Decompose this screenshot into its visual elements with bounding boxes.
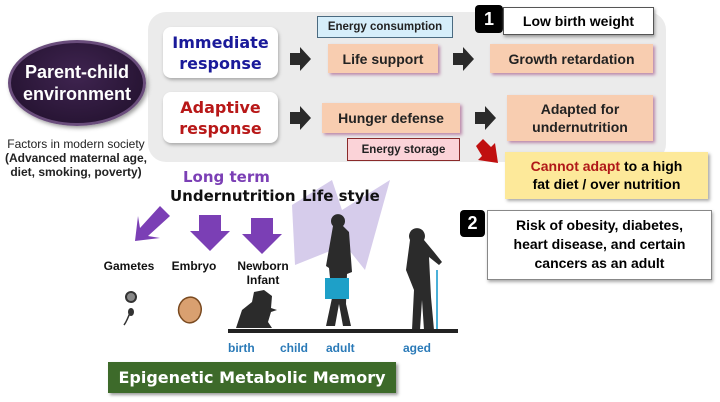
arrow-right-icon — [453, 47, 474, 71]
ellipse-line1: Parent-child — [24, 62, 130, 82]
life-support-box: Life support — [328, 44, 438, 73]
purple-arrow-icon — [190, 215, 230, 251]
timeline-ground — [228, 329, 458, 333]
ellipse-line2: environment — [22, 84, 132, 104]
risk-line3: cancers as an adult — [534, 255, 665, 271]
embryo-label: Embryo — [171, 259, 217, 273]
life-style-label: Life style — [302, 187, 380, 205]
briefcase-icon — [325, 278, 349, 299]
risk-line2: heart disease, and certain — [513, 236, 686, 252]
risk-box: Risk of obesity, diabetes, heart disease… — [487, 210, 712, 280]
factors-line1: Factors in modern society — [7, 137, 145, 151]
undernutrition-label: Undernutrition — [170, 187, 296, 205]
cannot-adapt-rest: to a high — [620, 158, 683, 174]
arrow-right-icon — [290, 47, 311, 71]
newborn-line1: Newborn — [237, 259, 289, 273]
purple-arrow-icon — [242, 218, 282, 254]
adapted-box: Adapted for undernutrition — [507, 95, 653, 141]
embryo-icon — [177, 296, 202, 324]
factors-line2: (Advanced maternal age, — [4, 151, 148, 165]
newborn-line2: Infant — [246, 273, 280, 287]
cannot-adapt-box: Cannot adapt to a high fat diet / over n… — [505, 152, 708, 199]
energy-consumption-tag: Energy consumption — [317, 16, 453, 38]
risk-line1: Risk of obesity, diabetes, — [515, 217, 683, 233]
factors-line3: diet, smoking, poverty) — [10, 165, 142, 179]
low-birth-weight-box: Low birth weight — [503, 7, 654, 35]
cannot-adapt-red: Cannot adapt — [530, 158, 621, 174]
arrow-right-icon — [475, 106, 496, 130]
long-term-label: Long term — [183, 168, 270, 186]
cannot-adapt-line2: fat diet / over nutrition — [532, 176, 681, 192]
immediate-line1: Immediate — [172, 32, 269, 52]
adaptive-line1: Adaptive — [180, 97, 261, 117]
energy-storage-tag: Energy storage — [347, 138, 460, 161]
growth-retardation-box: Growth retardation — [490, 44, 653, 73]
adapted-line2: undernutrition — [532, 119, 628, 135]
cane-icon — [436, 270, 438, 332]
adapted-line1: Adapted for — [540, 101, 620, 117]
badge-2: 2 — [460, 210, 485, 237]
egg-cell-icon — [125, 291, 137, 303]
timeline-child: child — [280, 341, 309, 355]
baby-silhouette-icon — [236, 290, 277, 328]
gametes-label: Gametes — [103, 259, 155, 273]
purple-arrow-icon — [135, 206, 170, 241]
epigenetic-banner: Epigenetic Metabolic Memory — [108, 362, 396, 393]
timeline-birth: birth — [228, 341, 255, 355]
timeline-aged: aged — [403, 341, 432, 355]
hunger-defense-box: Hunger defense — [322, 103, 460, 133]
immediate-line2: response — [179, 53, 262, 73]
aged-silhouette-icon — [406, 228, 442, 330]
red-arrow-icon — [476, 139, 498, 163]
adaptive-line2: response — [179, 118, 262, 138]
badge-1: 1 — [475, 5, 503, 33]
arrow-right-icon — [290, 106, 311, 130]
factors-text: Factors in modern society (Advanced mate… — [0, 137, 152, 179]
timeline-adult: adult — [326, 341, 355, 355]
